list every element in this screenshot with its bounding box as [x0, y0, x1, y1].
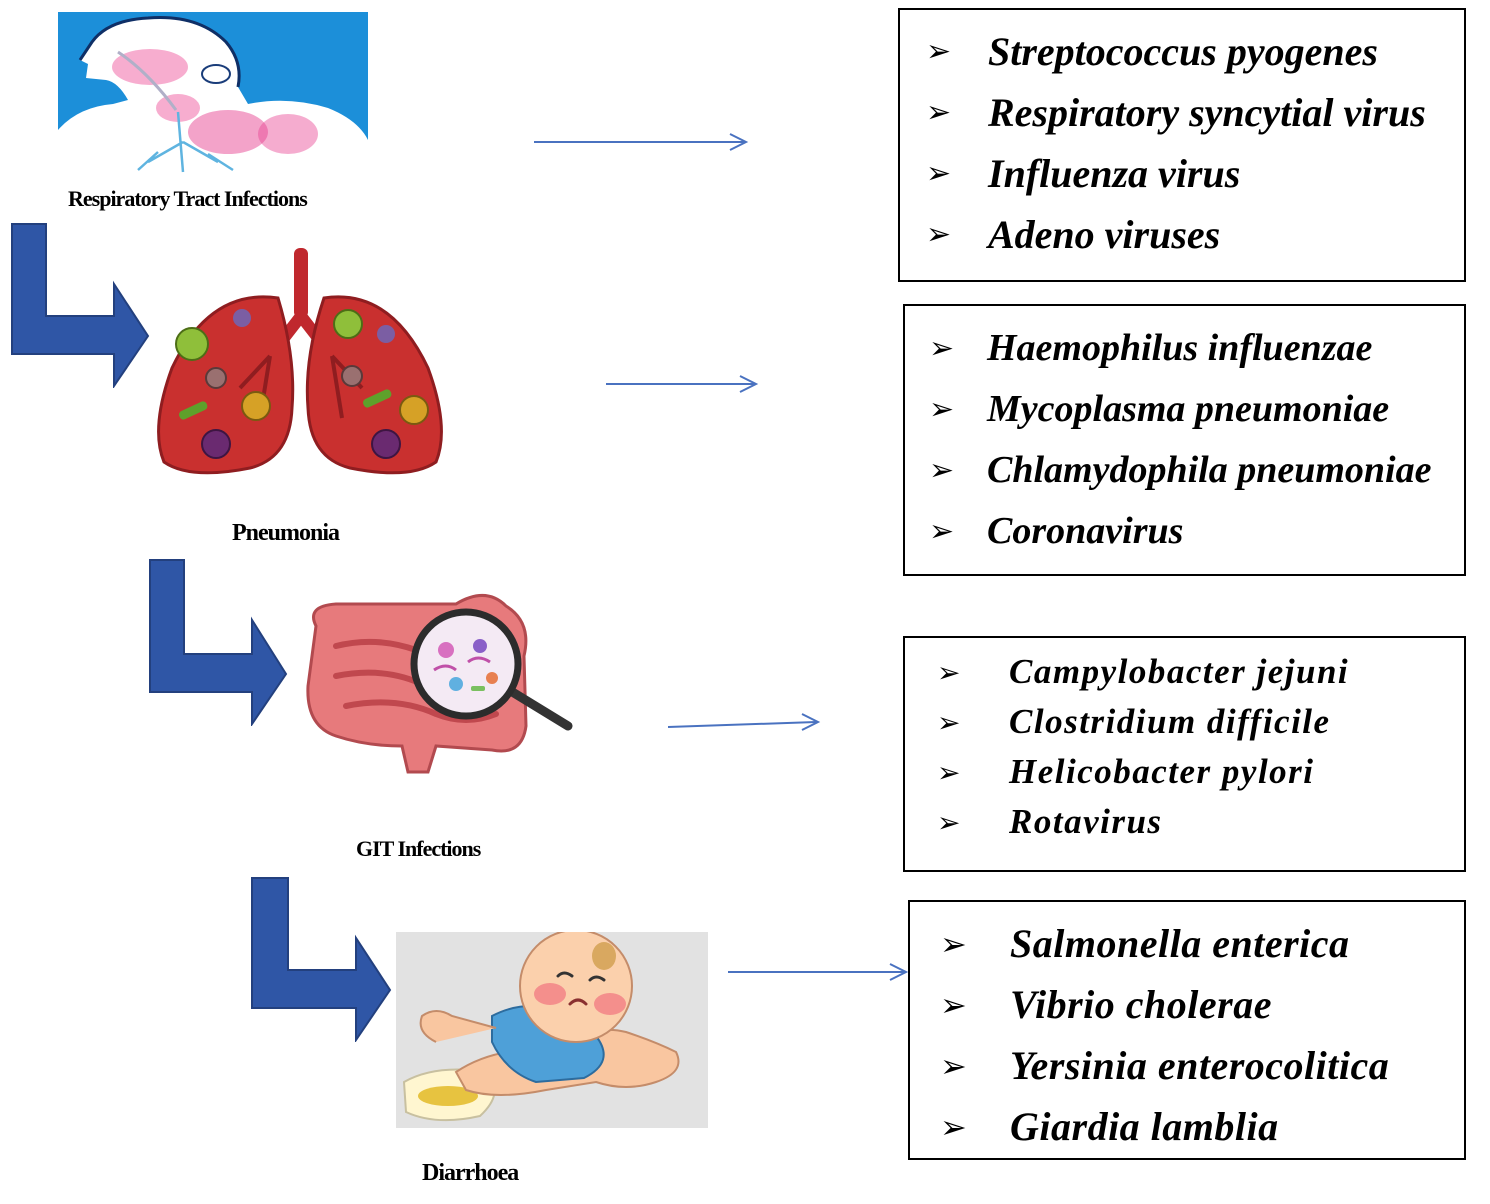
sick-baby-icon: [396, 932, 708, 1128]
bullet-arrow-icon: ➢: [940, 986, 967, 1024]
connector-arrow-2: [606, 372, 760, 396]
bullet-arrow-icon: ➢: [937, 756, 961, 789]
stage-label-git: GIT Infections: [356, 836, 481, 861]
bullet-arrow-icon: ➢: [926, 217, 952, 252]
pathogen-box-respiratory: ➢ Streptococcus pyogenes ➢ Respiratory s…: [898, 8, 1466, 282]
bullet-arrow-icon: ➢: [926, 95, 952, 130]
stage-label-diarrhoea: Diarrhoea: [422, 1160, 519, 1186]
intestine-magnifier-icon: [296, 586, 576, 776]
bullet-arrow-icon: ➢: [940, 1108, 967, 1146]
stage-label-pneumonia: Pneumonia: [232, 520, 340, 546]
connector-arrow-1: [534, 130, 750, 154]
bullet-arrow-icon: ➢: [937, 706, 961, 739]
elbow-arrow-1-icon: [10, 222, 152, 388]
bullet-arrow-icon: ➢: [926, 156, 952, 191]
elbow-arrow-3-icon: [250, 876, 394, 1042]
respiratory-tract-icon: [58, 12, 368, 174]
pathogen-box-git: ➢ Campylobacter jejuni ➢ Clostridium dif…: [903, 636, 1466, 872]
elbow-arrow-2-icon: [148, 558, 290, 726]
infected-lungs-icon: [150, 248, 450, 484]
bullet-arrow-icon: ➢: [937, 806, 961, 839]
pathogen-box-pneumonia: ➢ Haemophilus influenzae ➢ Mycoplasma pn…: [903, 304, 1466, 576]
bullet-arrow-icon: ➢: [940, 925, 967, 963]
connector-arrow-3: [668, 710, 822, 736]
bullet-arrow-icon: ➢: [929, 331, 955, 366]
bullet-arrow-icon: ➢: [937, 656, 961, 689]
bullet-arrow-icon: ➢: [926, 34, 952, 69]
bullet-arrow-icon: ➢: [929, 453, 955, 488]
pathogen-box-diarrhoea: ➢ Salmonella enterica ➢ Vibrio cholerae …: [908, 900, 1466, 1160]
bullet-arrow-icon: ➢: [929, 514, 955, 549]
bullet-arrow-icon: ➢: [940, 1047, 967, 1085]
bullet-arrow-icon: ➢: [929, 392, 955, 427]
connector-arrow-4: [728, 960, 910, 984]
stage-label-respiratory: Respiratory Tract Infections: [68, 186, 308, 211]
